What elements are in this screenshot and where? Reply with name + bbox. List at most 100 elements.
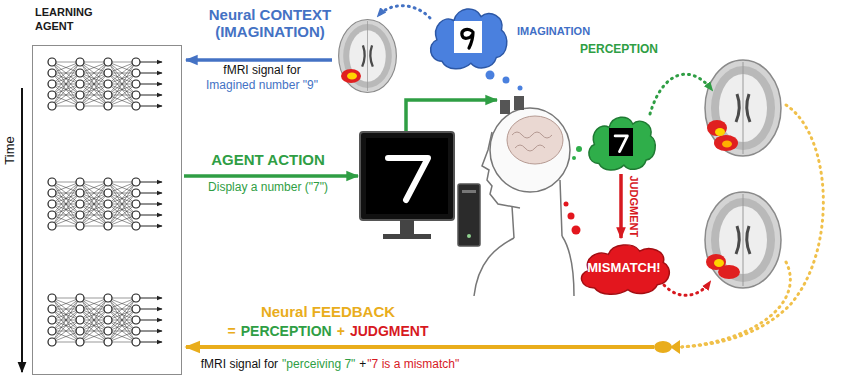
person-figure: [482, 132, 520, 208]
action-title: AGENT ACTION: [211, 151, 325, 168]
feedback-caption: fMRI signal for"perceiving 7"+"7 is a mi…: [201, 354, 459, 372]
feedback-arrow: [186, 340, 680, 354]
network-unit: [132, 102, 140, 110]
thought-bubbles: [568, 213, 575, 220]
edge-label: JUDGMENT: [628, 175, 641, 237]
cloud-outline: [431, 9, 507, 69]
dotted-arrow: [650, 74, 712, 114]
network-unit: [76, 69, 84, 77]
network-unit: [76, 305, 84, 313]
digit-image: [454, 21, 482, 53]
thought-bubbles: [486, 71, 583, 235]
network-output: [140, 342, 162, 343]
network-link: [52, 182, 80, 215]
feedback-arrow: [654, 341, 672, 353]
network-link: [108, 182, 136, 215]
dotted-arrow: [682, 262, 790, 347]
network-link: [108, 298, 136, 331]
network-link: [52, 73, 80, 106]
dotted-arrow: [378, 6, 430, 18]
action-arrow: [184, 174, 358, 178]
network-unit: [132, 200, 140, 208]
network-link: [80, 298, 108, 331]
network-unit: [104, 211, 112, 219]
brain-scan: [714, 259, 724, 267]
network-unit: [132, 91, 140, 99]
feedback-caption-part: "perceiving 7": [282, 358, 355, 372]
judgment-arrow: [619, 174, 623, 238]
network-unit: [104, 69, 112, 77]
network-link: [80, 193, 108, 226]
action-arrow: [406, 100, 497, 131]
network-unit: [48, 338, 56, 346]
time-arrow: [21, 88, 23, 372]
monitor: [383, 234, 431, 239]
feedback-arrow: [186, 345, 654, 349]
network-unit: [76, 327, 84, 335]
feedback-formula: =PERCEPTION+JUDGMENT: [228, 322, 429, 340]
network-output: [140, 106, 162, 107]
digit-image: [609, 128, 634, 156]
person-figure: [500, 100, 510, 114]
network-link: [108, 298, 136, 331]
network-unit: [104, 305, 112, 313]
network-unit: [104, 338, 112, 346]
feedback-title: Neural FEEDBACK: [261, 303, 395, 320]
network-output: [140, 95, 162, 96]
cloud-outline: [589, 117, 655, 170]
network-unit: [104, 316, 112, 324]
network-unit: [104, 178, 112, 186]
brain-scan: [705, 192, 781, 288]
network-unit: [132, 189, 140, 197]
network-unit: [132, 222, 140, 230]
cloud-text: MISMATCH!: [587, 261, 660, 276]
network-unit: [132, 211, 140, 219]
action-caption: Display a number ("7"): [208, 181, 328, 195]
signal-caption: Imagined number "9": [206, 79, 318, 93]
network-output: [140, 320, 162, 321]
time-arrow: [22, 88, 23, 372]
thought-bubbles: [572, 226, 581, 235]
monitor: [360, 132, 454, 239]
network-unit: [76, 58, 84, 66]
network-link: [52, 298, 80, 331]
context-arrow: [186, 58, 332, 62]
network-output: [140, 215, 162, 216]
network-output: [140, 298, 162, 299]
network-output: [140, 73, 162, 74]
digit-ground: [454, 21, 482, 53]
dotted-arrow: [664, 282, 710, 295]
network-output: [140, 331, 162, 332]
thought-bubbles: [503, 77, 510, 84]
computer-tower: [462, 190, 476, 193]
network-link: [52, 309, 80, 342]
network-unit: [76, 91, 84, 99]
dotted-arrow: [680, 105, 823, 347]
thought-bubbles: [518, 86, 523, 91]
context-title: Neural CONTEXT (IMAGINATION): [195, 6, 345, 40]
network-unit: [48, 316, 56, 324]
network-link: [80, 309, 108, 342]
feedback-formula-part: JUDGMENT: [350, 323, 429, 339]
feedback-caption-part: "7 is a mismatch": [367, 358, 459, 372]
monitor: [400, 220, 414, 234]
thought-bubbles: [576, 146, 582, 152]
network-unit: [48, 178, 56, 186]
network-unit: [132, 327, 140, 335]
monitor: [360, 132, 454, 220]
feedback-formula-part: +: [337, 323, 345, 339]
neural-network-icon: [48, 58, 162, 346]
cloud-outline: [581, 245, 669, 294]
network-unit: [76, 178, 84, 186]
network-unit: [48, 200, 56, 208]
network-unit: [132, 178, 140, 186]
network-unit: [76, 294, 84, 302]
network-link: [80, 62, 108, 95]
network-unit: [132, 58, 140, 66]
thought-bubbles: [564, 202, 569, 207]
person-figure: [507, 116, 563, 164]
network-link: [108, 62, 136, 95]
network-unit: [104, 80, 112, 88]
network-link: [52, 62, 80, 95]
